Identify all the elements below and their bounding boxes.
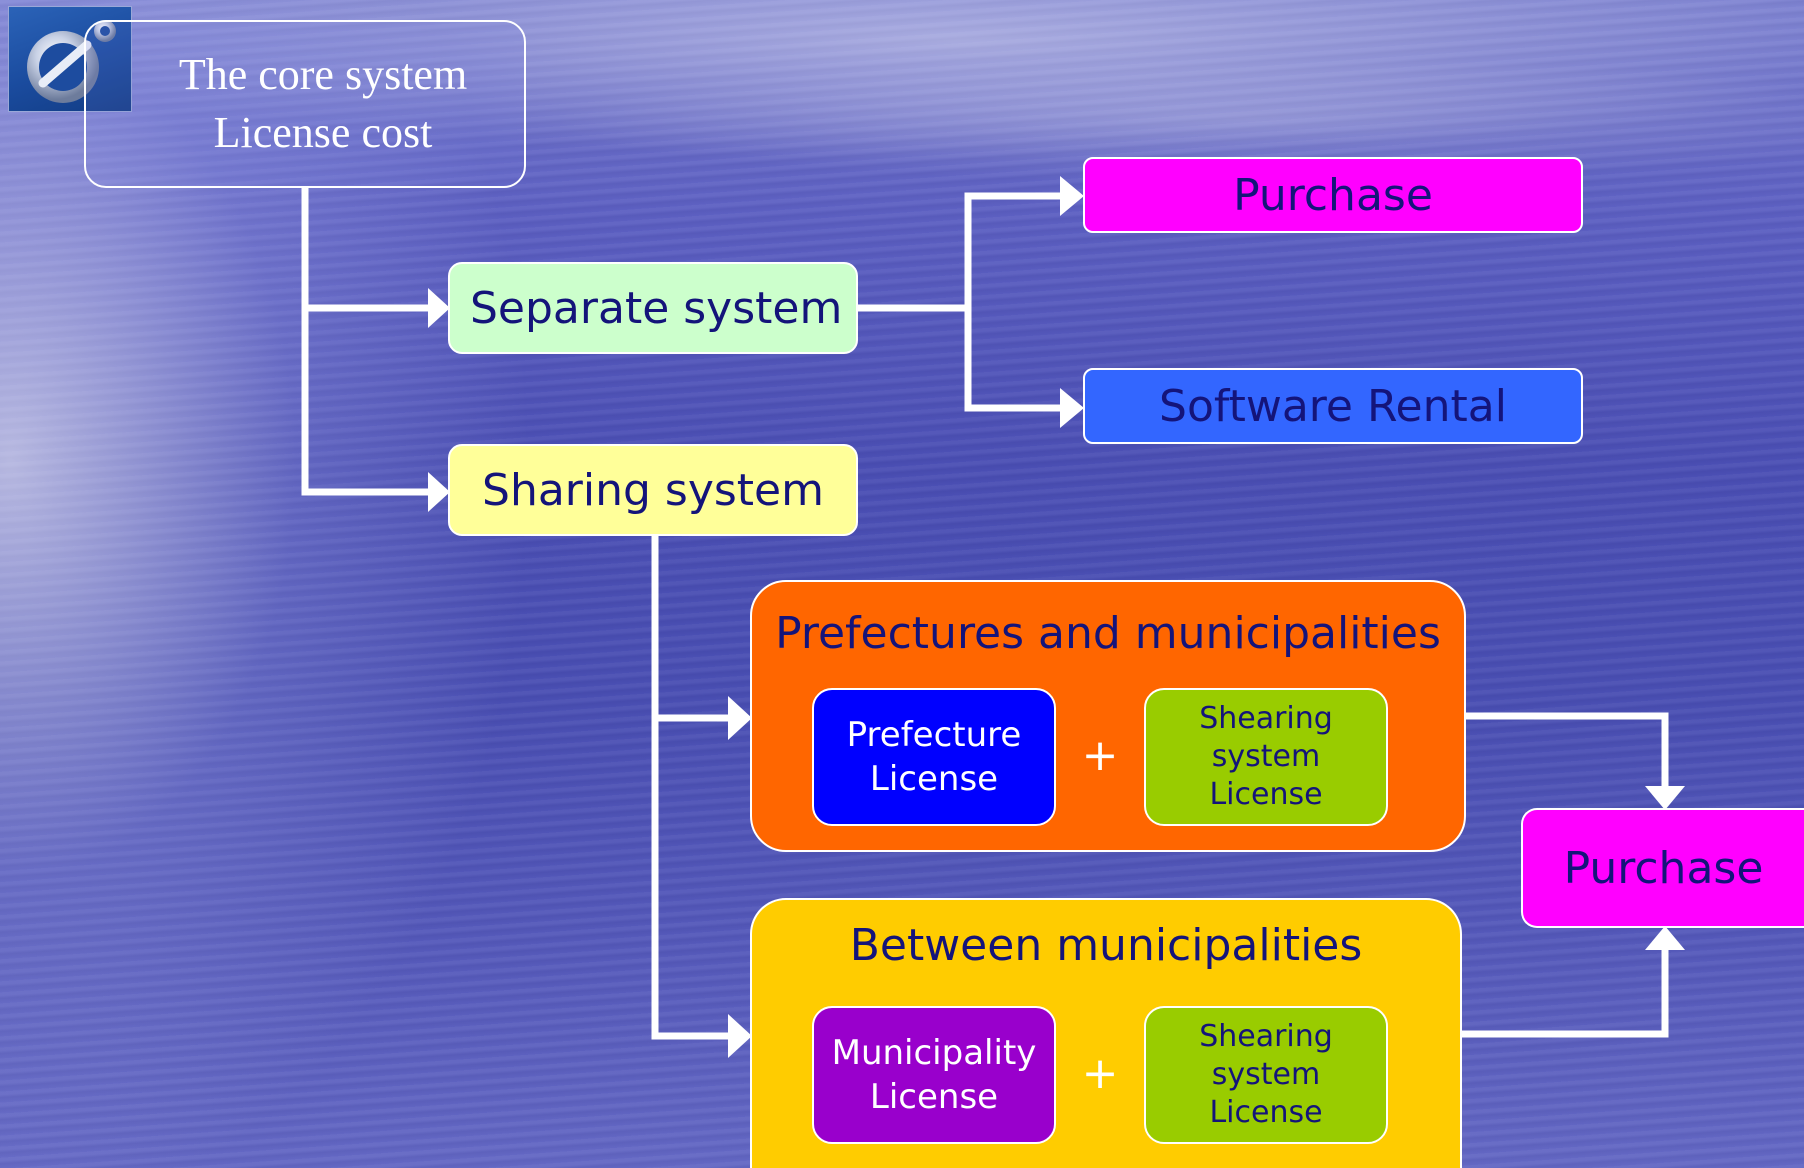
plus-sign: + (1081, 730, 1119, 781)
software-rental-label: Software Rental (1159, 380, 1507, 432)
shearing-license-box: Shearing system License (1144, 1006, 1388, 1144)
arrow-to-between (728, 1014, 752, 1058)
between-to-purchase-line (1462, 948, 1669, 1038)
separate-system-node: Separate system (448, 262, 858, 354)
arrow-to-sharing (428, 472, 450, 512)
core-system-title-box: The core system License cost (84, 20, 526, 188)
separate-system-label: Separate system (470, 282, 843, 334)
title-trunk-line (301, 188, 430, 496)
prefectures-group: Prefectures and municipalities Prefectur… (750, 580, 1466, 852)
shearing-license-box: Shearing system License (1144, 688, 1388, 826)
arrow-to-purchase-top (1060, 176, 1084, 216)
sharing-system-label: Sharing system (482, 464, 824, 516)
arrow-to-separate (428, 288, 450, 328)
between-municipalities-group: Between municipalities Municipality Lice… (750, 898, 1462, 1168)
shearing-license-label: Shearing system License (1199, 701, 1333, 812)
prefectures-to-purchase-line (1466, 712, 1669, 788)
between-group-title: Between municipalities (849, 920, 1363, 971)
orbit-logo-icon (8, 6, 132, 112)
shearing-license-label: Shearing system License (1199, 1019, 1333, 1130)
purchase-right-label: Purchase (1563, 842, 1764, 894)
sharing-trunk-line (651, 536, 730, 1040)
municipality-license-label: Municipality License (831, 1033, 1037, 1117)
purchase-top-label: Purchase (1233, 169, 1433, 221)
arrow-up-to-purchase (1645, 926, 1685, 950)
software-rental-node: Software Rental (1083, 368, 1583, 444)
sharing-system-node: Sharing system (448, 444, 858, 536)
purchase-right-node: Purchase (1521, 808, 1804, 928)
title-line-1: The core system (178, 50, 468, 99)
municipality-license-box: Municipality License (812, 1006, 1056, 1144)
plus-sign: + (1081, 1048, 1119, 1099)
arrow-to-prefectures (728, 696, 752, 740)
purchase-top-node: Purchase (1083, 157, 1583, 233)
title-line-2: License cost (213, 108, 433, 157)
separate-split-line (858, 192, 1062, 312)
prefecture-license-box: Prefecture License (812, 688, 1056, 826)
prefecture-license-label: Prefecture License (846, 715, 1022, 799)
separate-to-rental-line (964, 308, 1062, 412)
prefectures-group-title: Prefectures and municipalities (775, 608, 1441, 659)
arrow-down-to-purchase (1645, 786, 1685, 810)
arrow-to-software-rental (1060, 388, 1084, 428)
